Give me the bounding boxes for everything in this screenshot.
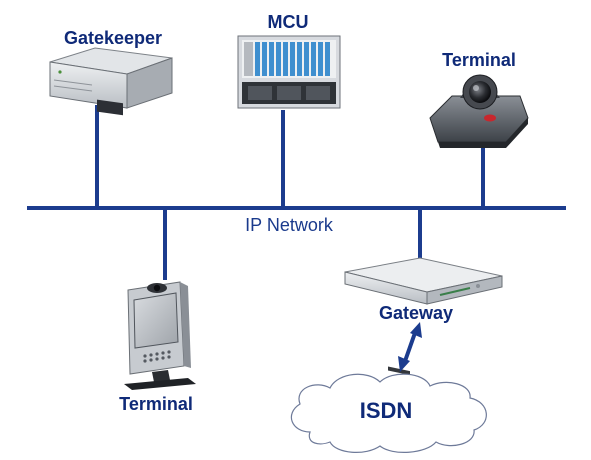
gatekeeper-device-icon [49,47,173,116]
mcu-device-icon [237,35,341,109]
gateway-isdn-arrow [398,322,422,372]
ip-network-label: IP Network [245,215,334,235]
isdn-cloud-icon [290,373,487,453]
video-terminal-icon [124,281,196,390]
terminal-top-label: Terminal [442,50,516,70]
gateway-device-icon [344,257,503,376]
gatekeeper-label: Gatekeeper [64,28,162,48]
network-links [27,105,566,280]
mcu-label: MCU [268,12,309,32]
isdn-label: ISDN [360,398,413,423]
gateway-label: Gateway [379,303,453,323]
conference-camera-icon [429,74,529,148]
terminal-bottom-label: Terminal [119,394,193,414]
